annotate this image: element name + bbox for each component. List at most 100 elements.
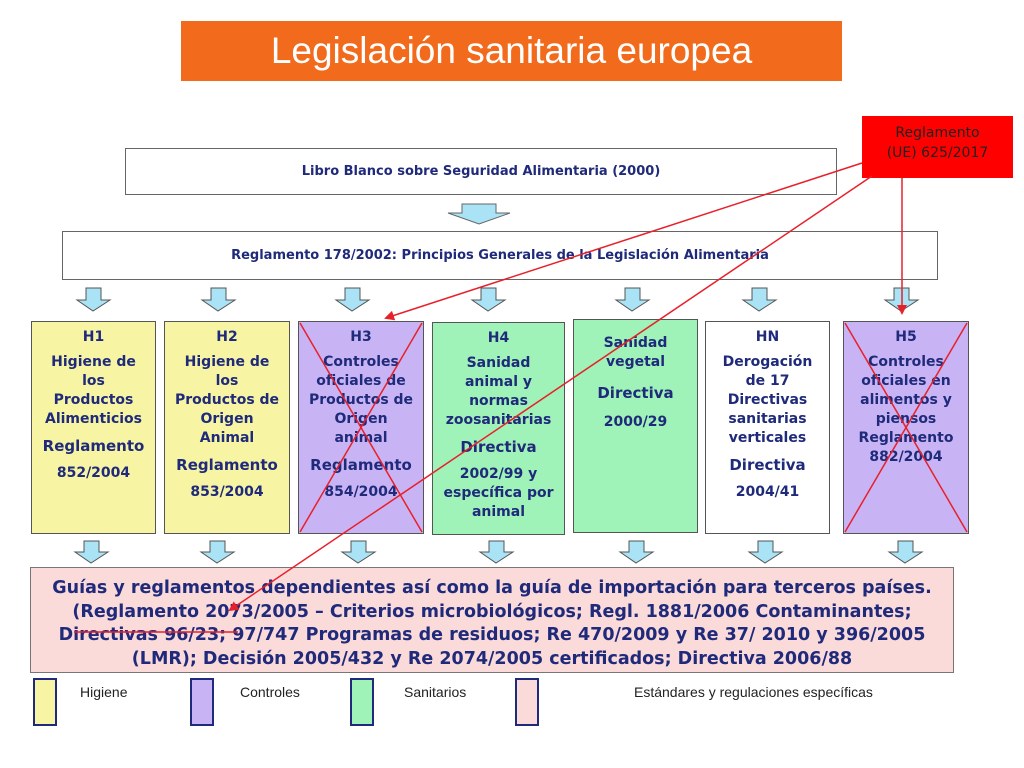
arrows-row-top [75, 287, 920, 312]
title-line: Productos de [308, 392, 414, 408]
bottom-line-2: (Reglamento 2073/2005 – Criterios microb… [72, 601, 912, 622]
down-arrow-icon [334, 287, 371, 312]
pointer-arrow-to-bottom [228, 175, 873, 612]
down-arrow-icon [614, 287, 651, 312]
title-line: los [215, 373, 239, 389]
legend-swatch-controles [190, 678, 214, 726]
title-line: verticales [728, 430, 807, 446]
bottom-line-1: Guías y reglamentos dependientes así com… [52, 578, 932, 598]
column-type: Reglamento [310, 456, 412, 474]
column-title: Controles oficiales de Productos de Orig… [299, 353, 423, 448]
column-number: 2002/99 y específica por animal [433, 465, 564, 522]
arrows-row-bottom [73, 540, 924, 564]
column-title: Derogación de 17 Directivas sanitarias v… [706, 353, 829, 448]
libro-blanco-text: Libro Blanco sobre Seguridad Alimentaria… [301, 164, 661, 179]
title-line: Higiene de [51, 354, 136, 370]
title-line: de 17 [745, 373, 790, 389]
title-line: Directivas [727, 392, 808, 408]
legend-swatch-sanitarios [350, 678, 374, 726]
reglamento-general-box: Reglamento 178/2002: Principios Generale… [62, 231, 938, 280]
title-line: Animal [199, 430, 255, 446]
column-number: 853/2004 [190, 484, 264, 500]
cross-h5 [844, 322, 968, 533]
title-line: Higiene de [184, 354, 270, 370]
title-line: Origen [334, 411, 388, 427]
down-arrow-icon [200, 287, 237, 312]
pointer-arrows [228, 162, 907, 612]
libro-blanco-box: Libro Blanco sobre Seguridad Alimentaria… [125, 148, 837, 195]
number-line: animal [471, 504, 526, 520]
down-arrow-icon [340, 540, 377, 564]
legend-label-sanitarios: Sanitarios [404, 684, 467, 700]
column-number: 854/2004 [324, 484, 398, 500]
column-type: Reglamento [858, 430, 954, 446]
legend-label-higiene: Higiene [80, 684, 128, 700]
down-arrow-icon [618, 540, 655, 564]
column-code: HN [755, 329, 780, 345]
legend-label-estandares: Estándares y regulaciones específicas [634, 684, 873, 700]
title-line: oficiales de [316, 373, 406, 389]
number-line: 2002/99 y [459, 466, 538, 482]
down-arrow-icon [470, 287, 507, 312]
reglamento-general-text: Reglamento 178/2002: Principios Generale… [231, 248, 769, 263]
column-number: 852/2004 [56, 465, 131, 481]
column-type: Directiva [729, 456, 806, 474]
guias-reglamentos-box: Guías y reglamentos dependientes así com… [30, 567, 954, 673]
column-type: Reglamento [176, 456, 278, 474]
legend-swatch-estandares [515, 678, 539, 726]
note-reglamento-625: Reglamento (UE) 625/2017 [862, 116, 1013, 178]
column-code: H4 [487, 330, 510, 346]
column-hn: HN Derogación de 17 Directivas sanitaria… [705, 321, 830, 534]
title-line: Derogación [722, 354, 813, 370]
column-number: 2004/41 [735, 484, 800, 500]
down-arrow-icon [75, 287, 112, 312]
column-sanidad-vegetal: Sanidad vegetal Directiva 2000/29 [573, 319, 698, 533]
column-h2: H2 Higiene de los Productos de Origen An… [164, 321, 290, 534]
column-code: H5 [895, 329, 917, 345]
title-line: piensos [875, 411, 937, 427]
down-arrow-icon [741, 287, 778, 312]
title-line: alimentos y [860, 392, 952, 408]
title-line: los [82, 373, 105, 389]
column-code: H3 [350, 329, 372, 345]
down-block-arrow [447, 203, 511, 225]
down-arrow-icon [73, 540, 110, 564]
column-title: Higiene de los Productos de Origen Anima… [165, 353, 289, 448]
down-arrow-icon [887, 540, 924, 564]
title-line: oficiales en [861, 373, 951, 389]
column-type: Reglamento [42, 437, 145, 455]
title-line: Productos [53, 392, 134, 408]
column-type: Directiva [597, 384, 674, 402]
bottom-line-3: Directivas 96/23; 97/747 Programas de re… [58, 625, 926, 645]
column-number: 882/2004 [869, 449, 943, 465]
title-line: sanitarias [728, 411, 807, 427]
cross-h3 [299, 322, 423, 533]
number-line: específica por [443, 485, 554, 501]
pointer-arrow-to-h3 [384, 162, 863, 321]
title-line: Controles [868, 354, 944, 370]
column-number: 2000/29 [603, 414, 668, 430]
title-line: Controles [323, 354, 399, 370]
down-arrow-icon [478, 540, 515, 564]
down-arrow-icon [747, 540, 784, 564]
title-line: Origen [200, 411, 254, 427]
note-line-2: (UE) 625/2017 [886, 145, 989, 161]
title-line: vegetal [605, 354, 666, 370]
down-arrow-icon [199, 540, 236, 564]
title-line: animal y [464, 374, 533, 390]
note-line-1: Reglamento [895, 125, 980, 141]
legend-swatch-higiene [33, 678, 57, 726]
column-h1: H1 Higiene de los Productos Alimenticios… [31, 321, 156, 534]
bottom-line-4: (LMR); Decisión 2005/432 y Re 2074/2005 … [131, 648, 853, 669]
title-line: zoosanitarias [445, 412, 552, 428]
column-code: H1 [82, 329, 105, 345]
title-line: Productos de [174, 392, 280, 408]
title-line: animal [334, 430, 388, 446]
column-title: Sanidad animal y normas zoosanitarias [433, 354, 564, 430]
title-line: Alimenticios [44, 411, 143, 427]
legend-label-controles: Controles [240, 684, 300, 700]
column-title: Higiene de los Productos Alimenticios [32, 353, 155, 429]
title-line: normas [469, 393, 528, 409]
title-line: Sanidad [466, 355, 531, 371]
